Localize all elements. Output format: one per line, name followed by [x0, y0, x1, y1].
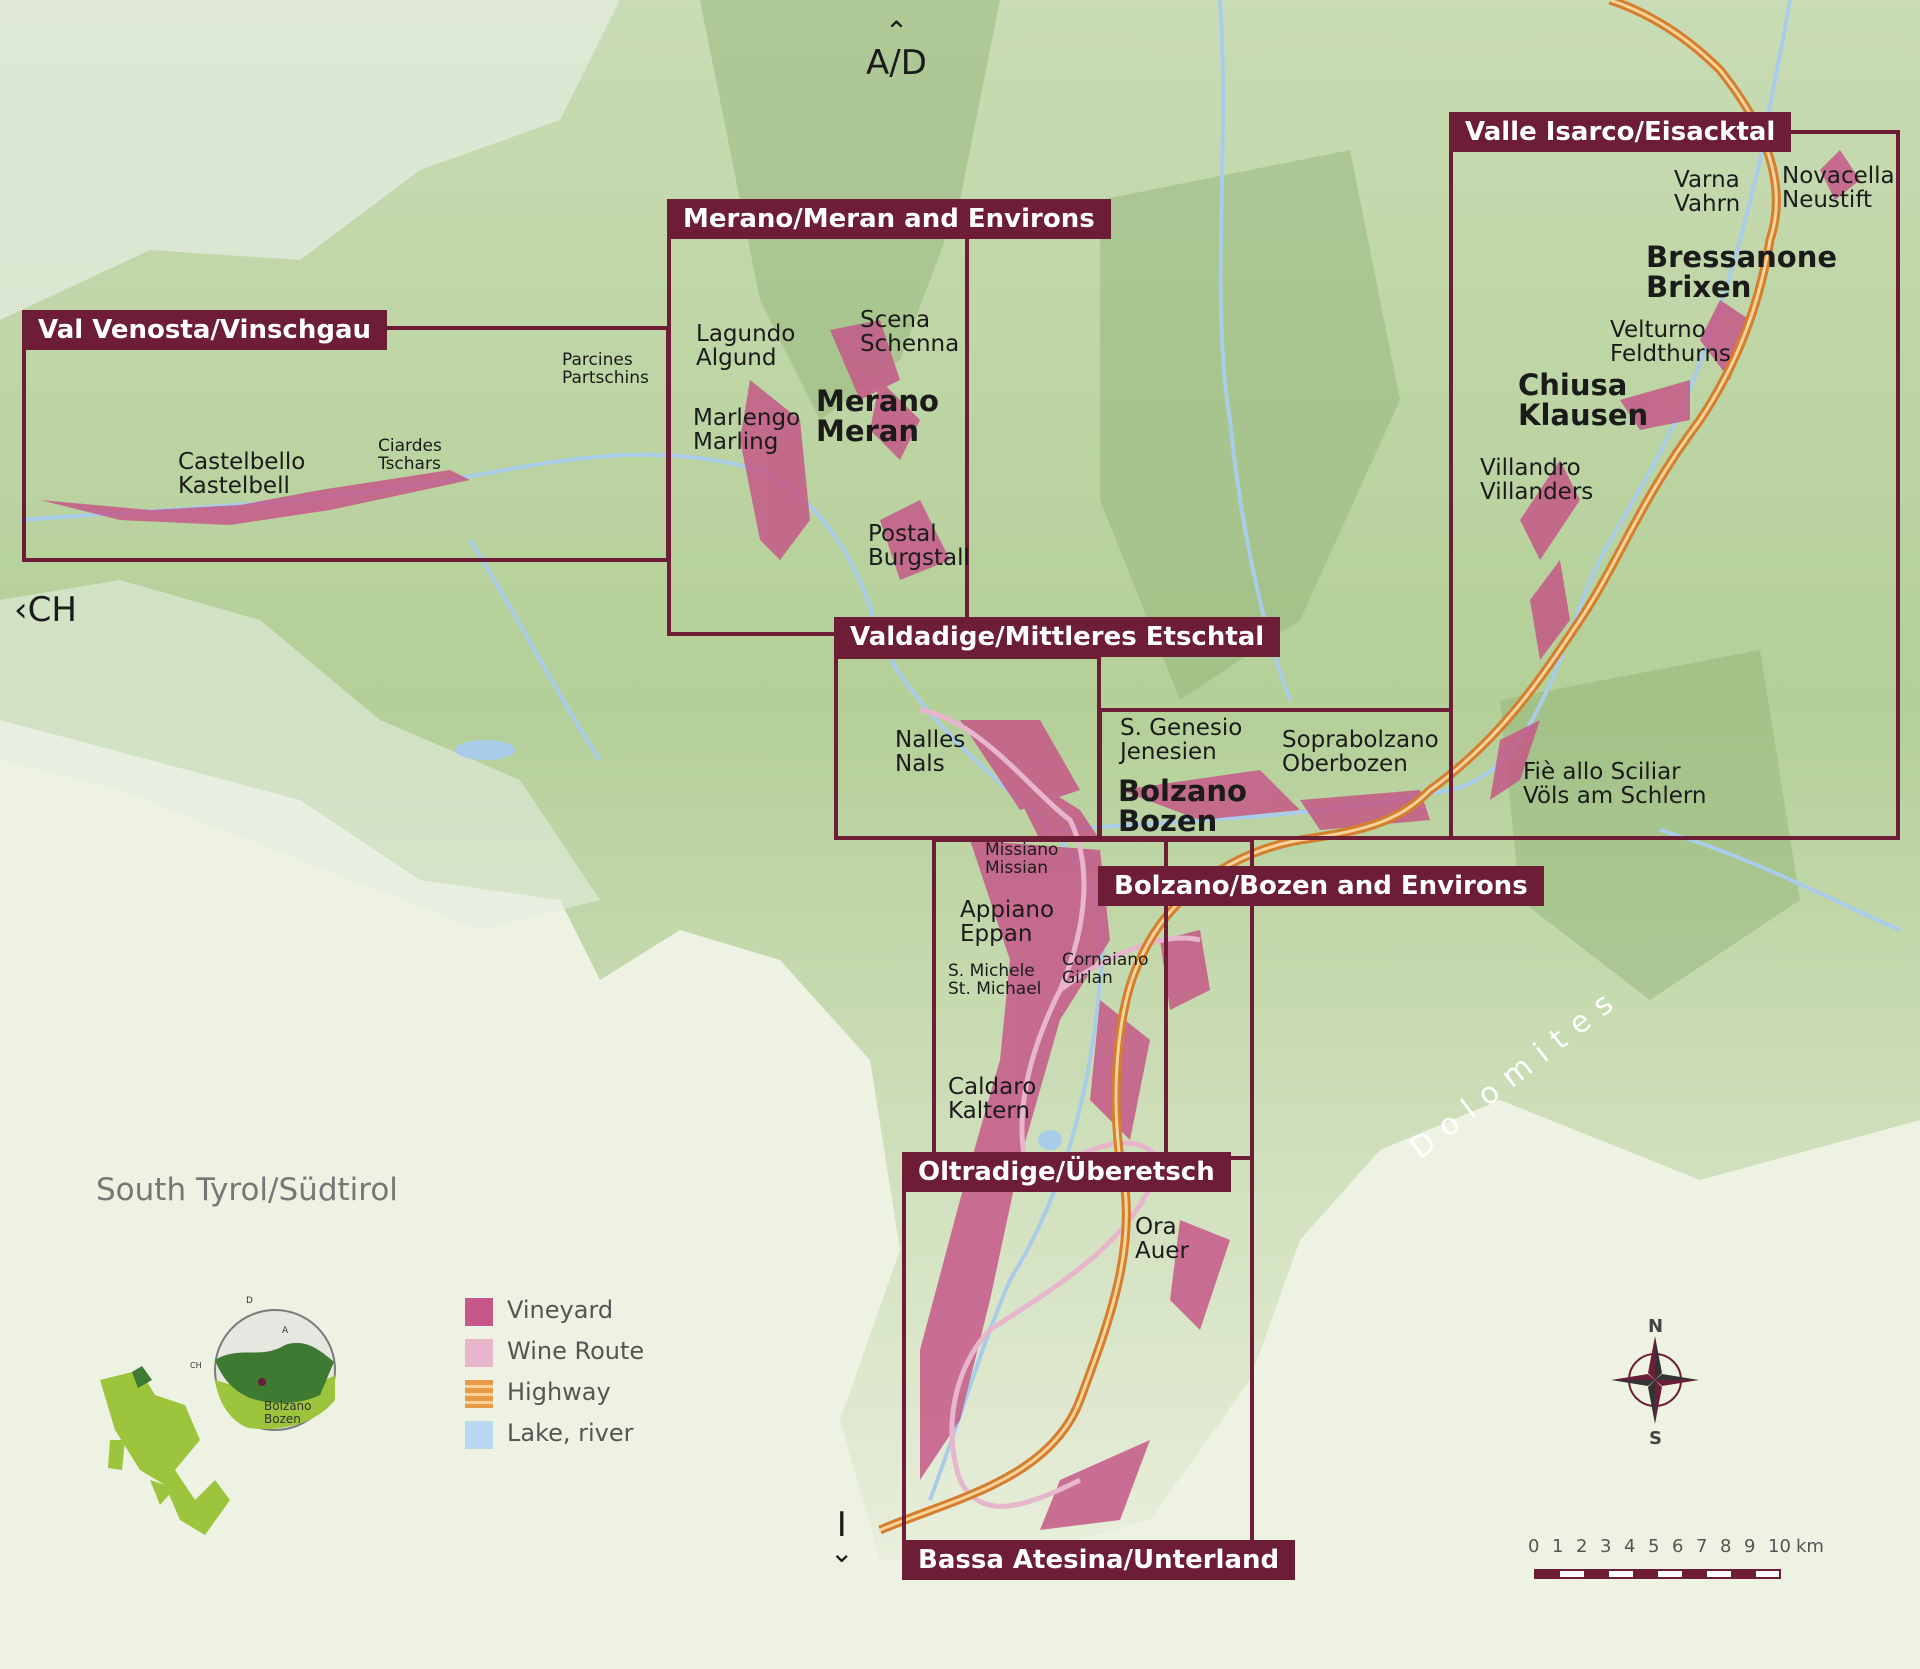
region-tag-oltradige[interactable]: Oltradige/Überetsch [902, 1152, 1231, 1192]
terrain-snow-ridges-2 [0, 580, 600, 930]
direction-north: ⌃ A/D [866, 15, 927, 83]
inset-neighbor-a: A [282, 1326, 289, 1336]
region-tag-bolzano[interactable]: Bolzano/Bozen and Environs [1098, 866, 1544, 906]
legend-label: Vineyard [507, 1296, 614, 1324]
direction-south: I ⌄ [830, 1505, 854, 1569]
inset-highlight-region [132, 1366, 152, 1388]
scale-tick: 2 [1576, 1536, 1588, 1557]
lake [1038, 1130, 1062, 1150]
direction-west: ‹CH [14, 590, 77, 630]
scale-tick: 1 [1552, 1536, 1564, 1557]
inset-neighbor-ch: CH [190, 1361, 202, 1370]
scale-tick: 7 [1696, 1536, 1708, 1557]
inset-italy [100, 1370, 230, 1535]
terrain-mountains [0, 0, 1920, 1560]
region-tag-merano[interactable]: Merano/Meran and Environs [667, 199, 1111, 239]
scale-unit: km [1796, 1536, 1824, 1557]
terrain-snow-ridges [0, 0, 620, 320]
highway-center [879, 0, 1778, 1532]
scale-tick: 9 [1744, 1536, 1756, 1557]
scale-bar [1534, 1569, 1781, 1579]
legend-swatch-vineyard [465, 1298, 493, 1326]
region-tag-bassa-atesina[interactable]: Bassa Atesina/Unterland [902, 1540, 1296, 1580]
direction-west-label: CH [27, 590, 77, 630]
compass-north: N [1648, 1316, 1663, 1337]
scale-tick: 5 [1648, 1536, 1660, 1557]
lake [455, 740, 515, 760]
region-frame-bolzano-south [1165, 838, 1254, 1158]
legend-label: Lake, river [507, 1419, 634, 1447]
scale-tick: 3 [1600, 1536, 1612, 1557]
legend-swatch-lake-river [465, 1421, 493, 1449]
region-tag-valle-isarco[interactable]: Valle Isarco/Eisacktal [1449, 112, 1792, 152]
scale-tick: 6 [1672, 1536, 1684, 1557]
region-tag-val-venosta[interactable]: Val Venosta/Vinschgau [22, 310, 388, 350]
legend-swatch-highway [465, 1380, 493, 1408]
wine-route [919, 707, 1201, 1509]
legend-label: Highway [507, 1378, 611, 1406]
scale-tick: 0 [1528, 1536, 1540, 1557]
scale-tick: 8 [1720, 1536, 1732, 1557]
region-frame-bolzano [1098, 708, 1453, 840]
map-title: South Tyrol/Südtirol [96, 1172, 398, 1208]
scale-tick: 4 [1624, 1536, 1636, 1557]
scale-tick: 10 [1768, 1536, 1791, 1557]
compass-south: S [1649, 1428, 1662, 1449]
legend-swatch-wine-route [465, 1339, 493, 1367]
inset-sardinia [108, 1440, 125, 1470]
compass-rose: N S [1611, 1316, 1699, 1449]
region-tag-valdadige[interactable]: Valdadige/Mittleres Etschtal [834, 617, 1281, 657]
direction-south-label: I [836, 1505, 847, 1545]
chevron-down-icon: ⌄ [830, 1536, 854, 1569]
legend-label: Wine Route [507, 1337, 645, 1365]
chevron-left-icon: ‹ [14, 590, 28, 630]
chevron-up-icon: ⌃ [884, 15, 909, 48]
inset-locator-map [100, 1309, 336, 1535]
region-frame-bassa-atesina [902, 1156, 1254, 1574]
direction-north-label: A/D [866, 43, 927, 83]
inset-neighbor-d: D [246, 1296, 253, 1306]
inset-sicily [150, 1480, 175, 1505]
region-frame-valdadige [834, 655, 1101, 840]
